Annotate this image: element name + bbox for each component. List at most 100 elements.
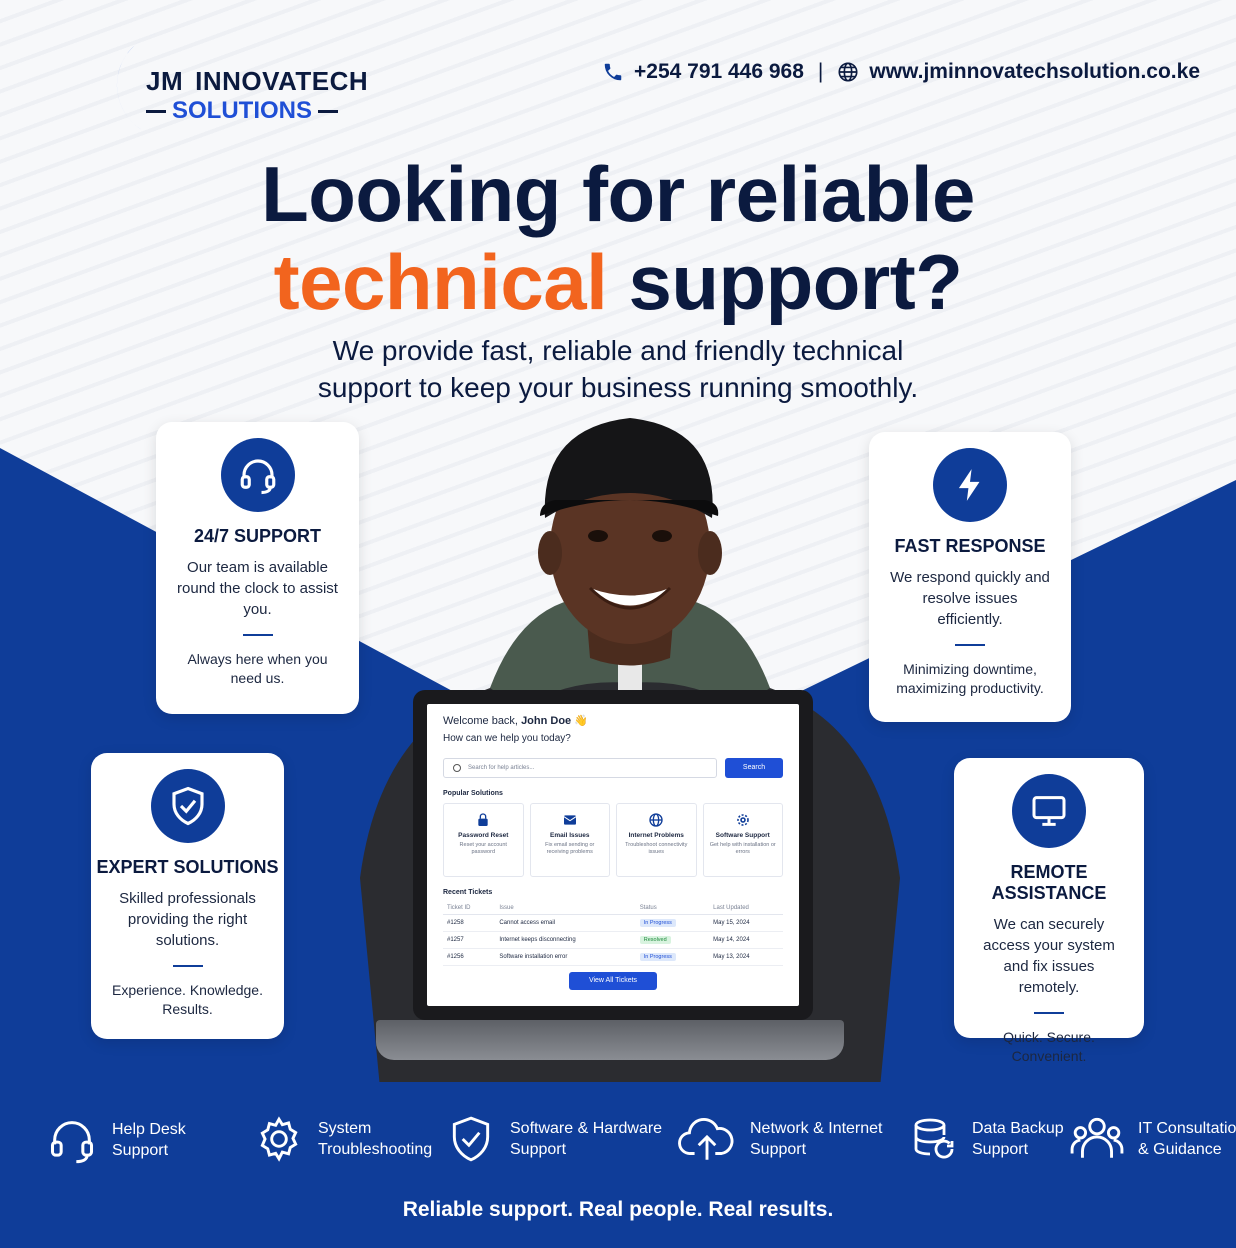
service-line-2: Support (112, 1142, 169, 1159)
subheadline: We provide fast, reliable and friendly t… (0, 332, 1236, 406)
card-title: 24/7 SUPPORT (193, 526, 322, 546)
table-row[interactable]: #1257 Internet keeps disconnecting Resol… (443, 931, 783, 949)
tile-desc: Reset your account password (459, 842, 507, 855)
ticket-updated: May 14, 2024 (709, 931, 783, 949)
screen-welcome: Welcome back, John Doe 👋 (443, 714, 783, 727)
shield-check-icon (452, 1116, 490, 1162)
card-expert-solutions: EXPERT SOLUTIONS Skilled professionals p… (91, 753, 284, 1039)
card-icon-circle (933, 448, 1007, 522)
column-header: Last Updated (709, 902, 783, 915)
ticket-status: Resolved (635, 931, 710, 949)
mail-icon (563, 815, 577, 825)
tile-desc: Fix email sending or receiving problems (545, 842, 595, 855)
ticket-id: #1258 (443, 914, 496, 932)
globe-icon (838, 62, 858, 82)
tile-desc: Troubleshoot connectivity issues (625, 842, 688, 855)
contact-bar: +254 791 446 968 | www.jminnovatechsolut… (602, 60, 1200, 84)
service-it-consultation: IT Consultation& Guidance (1070, 1114, 1236, 1164)
tile-desc: Get help with installation or errors (709, 842, 776, 855)
service-line-1: Software & Hardware (510, 1120, 663, 1137)
laptop: Welcome back, John Doe 👋 How can we help… (413, 690, 813, 1020)
monitor-icon (1032, 796, 1066, 826)
tile-internet-problems[interactable]: Internet Problems Troubleshoot connectiv… (616, 803, 697, 877)
subheadline-line-1: We provide fast, reliable and friendly t… (332, 335, 904, 366)
tile-email-issues[interactable]: Email Issues Fix email sending or receiv… (529, 803, 610, 877)
service-line-2: Support (510, 1141, 567, 1158)
tickets-table: Ticket ID Issue Status Last Updated #125… (443, 902, 783, 966)
popular-solutions-grid: Password Reset Reset your account passwo… (443, 803, 783, 877)
ticket-status: In Progress (635, 948, 710, 966)
tile-password-reset[interactable]: Password Reset Reset your account passwo… (443, 803, 524, 877)
ticket-issue: Cannot access email (495, 914, 636, 932)
card-tagline: Minimizing downtime, maximizing producti… (896, 661, 1044, 696)
table-row[interactable]: #1258 Cannot access email In Progress Ma… (443, 914, 783, 932)
services-band (0, 1082, 1236, 1248)
logo-solutions: SOLUTIONS (172, 97, 313, 124)
phone-icon (604, 63, 622, 81)
card-icon-circle (150, 769, 225, 843)
laptop-base (376, 1020, 844, 1060)
card-tagline: Always here when you need us. (187, 651, 328, 686)
laptop-screen: Welcome back, John Doe 👋 How can we help… (427, 704, 799, 1006)
logo-innovatech: INNOVATECH (195, 66, 369, 96)
service-line-1: Data Backup (972, 1120, 1064, 1137)
headline: Looking for reliable technical support? (0, 150, 1236, 326)
help-search-input[interactable]: Search for help articles... (443, 758, 717, 778)
ticket-issue: Internet keeps disconnecting (495, 931, 636, 949)
ticket-id: #1256 (443, 948, 496, 966)
view-all-tickets-button[interactable]: View All Tickets (569, 972, 657, 990)
welcome-user: John Doe (521, 715, 572, 727)
card-divider (172, 965, 203, 967)
service-line-1: Network & Internet (750, 1120, 883, 1137)
subheadline-line-2: support to keep your business running sm… (317, 372, 919, 403)
help-search-button[interactable]: Search (725, 758, 783, 778)
card-icon-circle (1012, 774, 1086, 848)
headset-icon (50, 1121, 94, 1164)
logo-dash-right (318, 109, 339, 113)
website-link[interactable]: www.jminnovatechsolution.co.ke (869, 60, 1200, 83)
card-icon-circle (220, 438, 295, 512)
column-header: Issue (495, 902, 636, 915)
ticket-updated: May 13, 2024 (709, 948, 783, 966)
service-line-2: Troubleshooting (318, 1141, 433, 1158)
tile-software-support[interactable]: Software Support Get help with installat… (702, 803, 783, 877)
card-divider (955, 644, 985, 646)
lightning-icon (958, 469, 980, 501)
popular-solutions-title: Popular Solutions (443, 790, 503, 797)
gear-icon (260, 1116, 298, 1162)
headline-line-1: Looking for reliable (261, 150, 975, 238)
column-header: Ticket ID (443, 902, 496, 915)
screen-question: How can we help you today? (443, 733, 571, 744)
contact-separator: | (817, 60, 824, 83)
logo-line-2: SOLUTIONS (146, 97, 368, 125)
card-title: EXPERT SOLUTIONS (96, 857, 279, 877)
ticket-updated: May 15, 2024 (709, 914, 783, 932)
screen-search-row: Search for help articles... Search (443, 758, 783, 778)
service-line-2: Support (972, 1141, 1029, 1158)
table-row[interactable]: #1256 Software installation error In Pro… (443, 948, 783, 966)
welcome-prefix: Welcome back, (443, 715, 518, 727)
cloud-upload-icon (678, 1117, 734, 1160)
status-badge: Resolved (639, 936, 671, 944)
tile-title: Email Issues (550, 832, 590, 839)
phone-link[interactable]: +254 791 446 968 (634, 60, 804, 83)
wave-emoji: 👋 (574, 715, 588, 727)
card-tagline: Experience. Knowledge. Results. (112, 982, 263, 1017)
card-title: REMOTE ASSISTANCE (991, 862, 1107, 903)
database-backup-icon (914, 1118, 954, 1159)
status-badge: In Progress (639, 953, 676, 961)
footer-tagline: Reliable support. Real people. Real resu… (402, 1198, 834, 1221)
card-body: We can securely access your system and f… (983, 916, 1115, 996)
card-remote-assistance: REMOTE ASSISTANCE We can securely access… (954, 758, 1144, 1064)
users-icon (1070, 1117, 1124, 1158)
